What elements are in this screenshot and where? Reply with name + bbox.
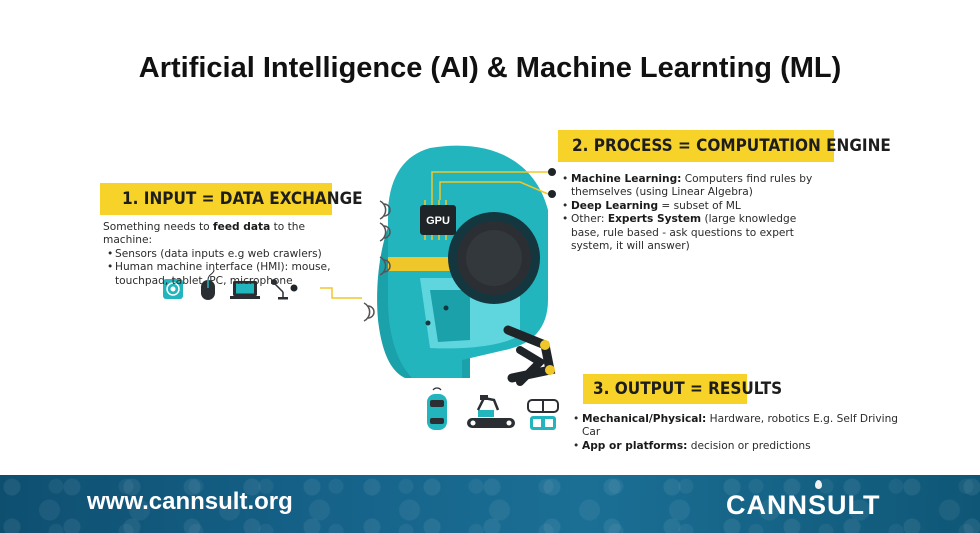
robot-head-illustration: GPU <box>163 145 559 430</box>
robot-head-band <box>388 257 450 271</box>
gpu-label: GPU <box>426 215 450 227</box>
list-item: Machine Learning: Computers find rules b… <box>561 173 821 200</box>
signal-waves <box>363 200 391 322</box>
input-intro: Something needs to feed data to the mach… <box>103 221 305 247</box>
process-bullet-list: Machine Learning: Computers find rules b… <box>561 173 821 253</box>
footer-bar: www.cannsult.org CANNSULT <box>0 475 980 533</box>
robotic-arm-icon <box>467 395 515 428</box>
process-heading: 2. PROCESS = COMPUTATION ENGINE <box>558 130 891 162</box>
output-description: Mechanical/Physical: Hardware, robotics … <box>572 413 912 454</box>
list-item: Human machine interface (HMI): mouse, to… <box>103 261 353 288</box>
cannsult-drop-icon <box>815 480 822 489</box>
input-bullet-list: Sensors (data inputs e.g web crawlers) H… <box>103 248 353 288</box>
vr-glasses-icon <box>527 399 559 430</box>
list-item: Mechanical/Physical: Hardware, robotics … <box>572 413 912 440</box>
gpu-chip <box>420 205 456 235</box>
list-item: Deep Learning = subset of ML <box>561 200 821 214</box>
output-bullet-list: Mechanical/Physical: Hardware, robotics … <box>572 413 912 454</box>
input-heading: 1. INPUT = DATA EXCHANGE <box>100 183 363 215</box>
brand-logo: CANNSULT <box>726 490 881 520</box>
input-description: Something needs to feed data to the mach… <box>103 221 353 288</box>
output-heading: 3. OUTPUT = RESULTS <box>583 374 782 404</box>
process-description: Machine Learning: Computers find rules b… <box>561 173 821 253</box>
robot-cheek <box>430 290 470 342</box>
page-title: Artificial Intelligence (AI) & Machine L… <box>138 52 842 84</box>
list-item: App or platforms: decision or prediction… <box>572 440 912 454</box>
self-driving-car-icon <box>427 387 447 430</box>
robot-arm <box>503 325 556 386</box>
website-link[interactable]: www.cannsult.org <box>87 488 293 515</box>
list-item: Sensors (data inputs e.g web crawlers) <box>103 248 353 262</box>
list-item: Other: Experts System (large knowledge b… <box>561 213 821 253</box>
